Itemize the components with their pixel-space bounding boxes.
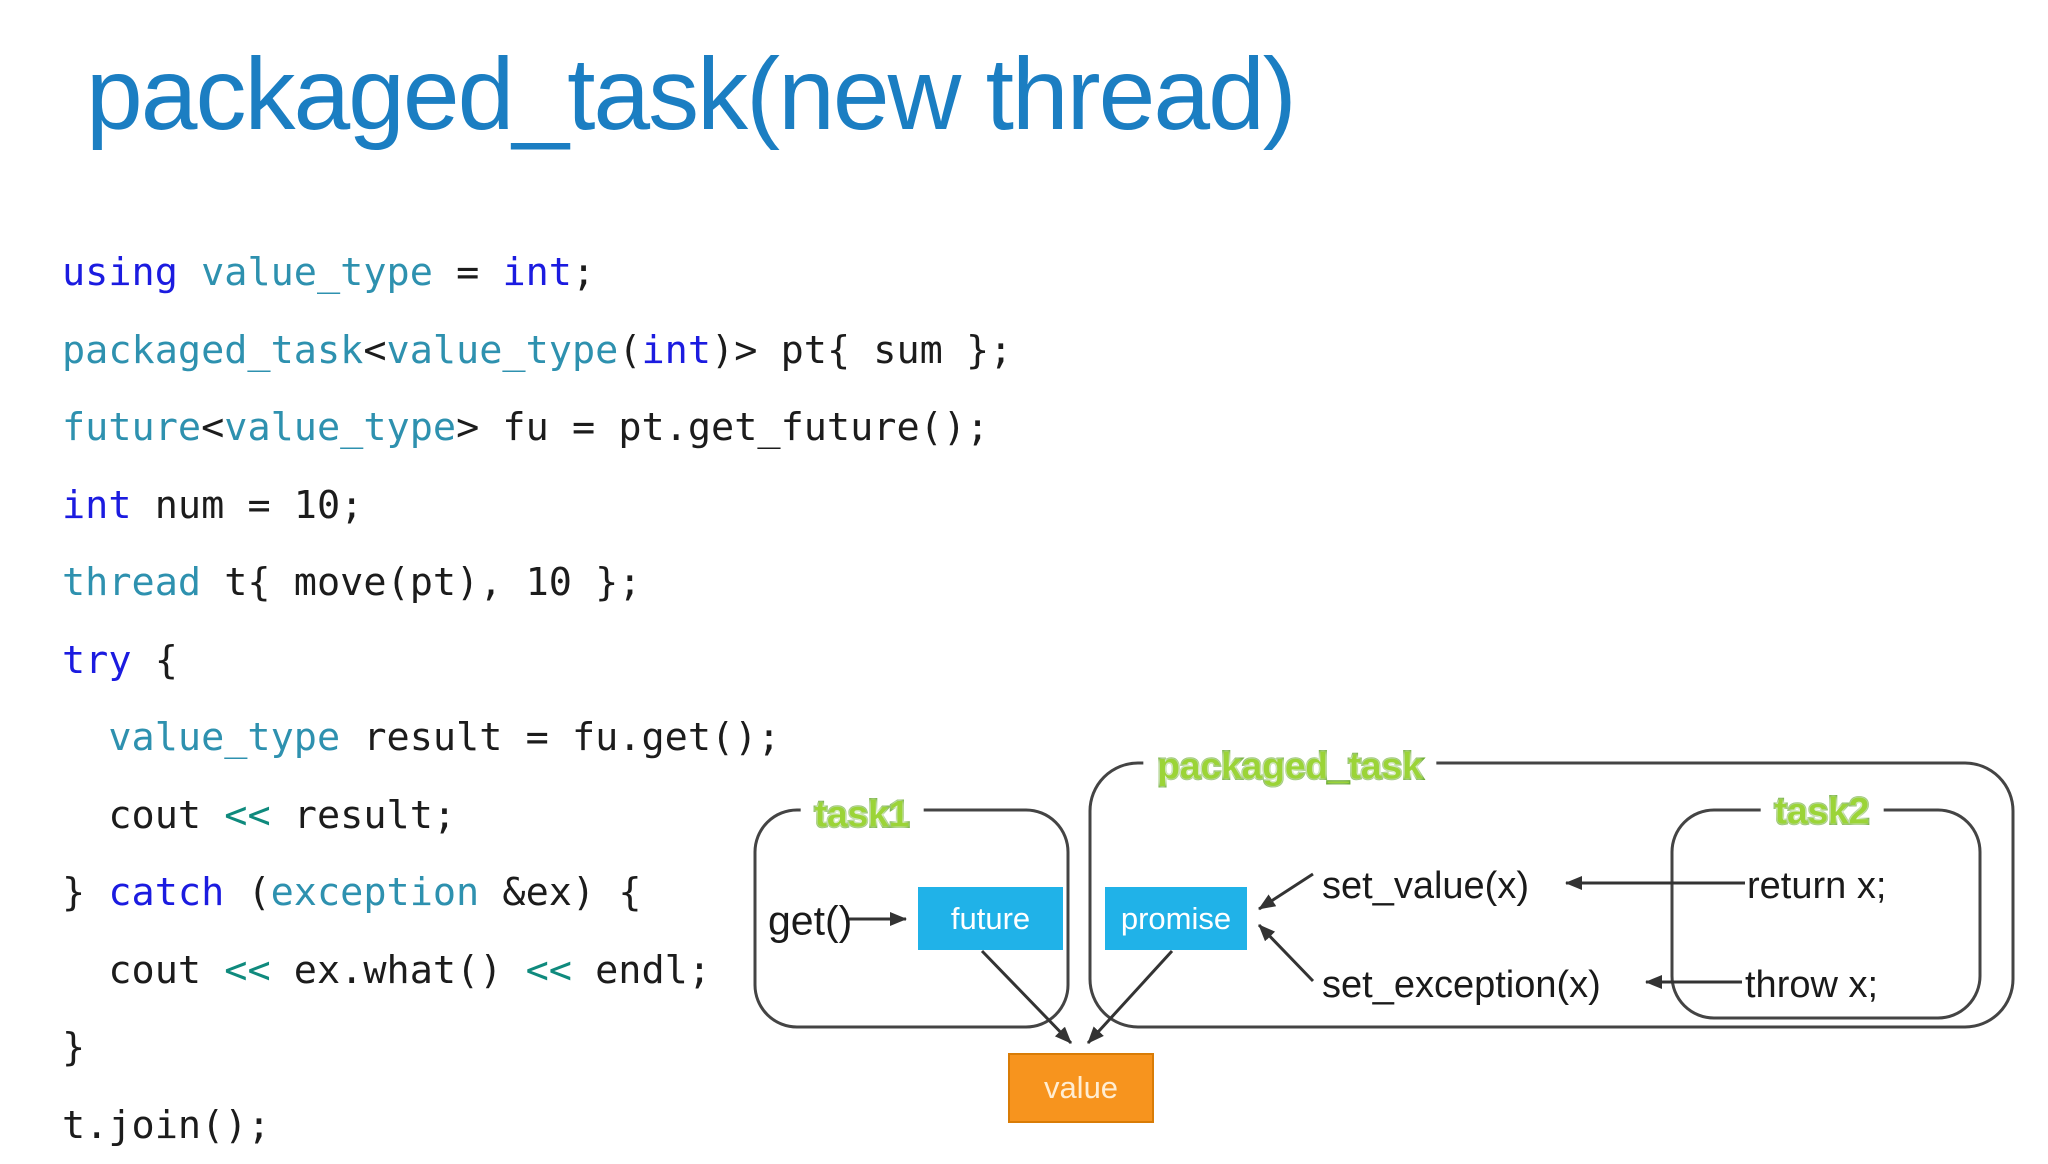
promise-box-label: promise [1121, 901, 1231, 937]
future-box-label: future [951, 901, 1030, 937]
arrow-set-value-to-promise [1259, 874, 1313, 909]
get-label: get() [768, 901, 852, 942]
future-box: future [918, 887, 1063, 950]
arrow-set-exception-to-promise [1259, 925, 1313, 981]
task2-label: task2 [1761, 789, 1884, 834]
throw-x-label: throw x; [1745, 966, 1878, 1004]
return-x-label: return x; [1747, 867, 1886, 905]
task1-label: task1 [801, 792, 924, 837]
set-exception-label: set_exception(x) [1322, 966, 1601, 1004]
packaged-task-label: packaged_task [1143, 744, 1436, 789]
arrow-future-to-value [982, 951, 1071, 1043]
value-box: value [1008, 1053, 1154, 1123]
value-box-label: value [1044, 1070, 1118, 1106]
arrow-promise-to-value [1088, 951, 1172, 1043]
set-value-label: set_value(x) [1322, 867, 1529, 905]
promise-box: promise [1105, 887, 1247, 950]
